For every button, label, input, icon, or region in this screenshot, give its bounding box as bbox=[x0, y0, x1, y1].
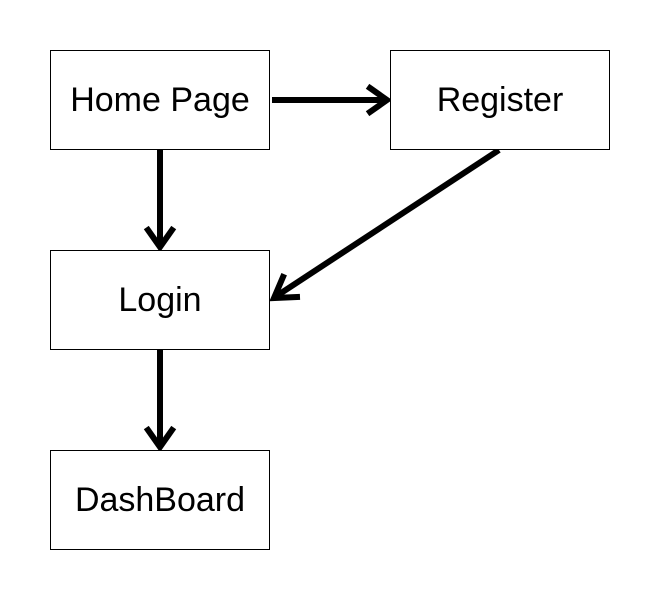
node-login: Login bbox=[50, 250, 270, 350]
node-home-page-label: Home Page bbox=[70, 80, 250, 119]
node-home-page: Home Page bbox=[50, 50, 270, 150]
edge-register-to-login bbox=[269, 147, 501, 302]
node-dashboard: DashBoard bbox=[50, 450, 270, 550]
edge-home-to-register bbox=[272, 83, 393, 117]
node-dashboard-label: DashBoard bbox=[74, 480, 246, 519]
edge-home-to-login bbox=[143, 150, 177, 253]
node-register-label: Register bbox=[436, 80, 564, 119]
node-register: Register bbox=[390, 50, 610, 150]
edge-login-to-dashboard bbox=[143, 350, 177, 453]
node-login-label: Login bbox=[118, 280, 202, 319]
